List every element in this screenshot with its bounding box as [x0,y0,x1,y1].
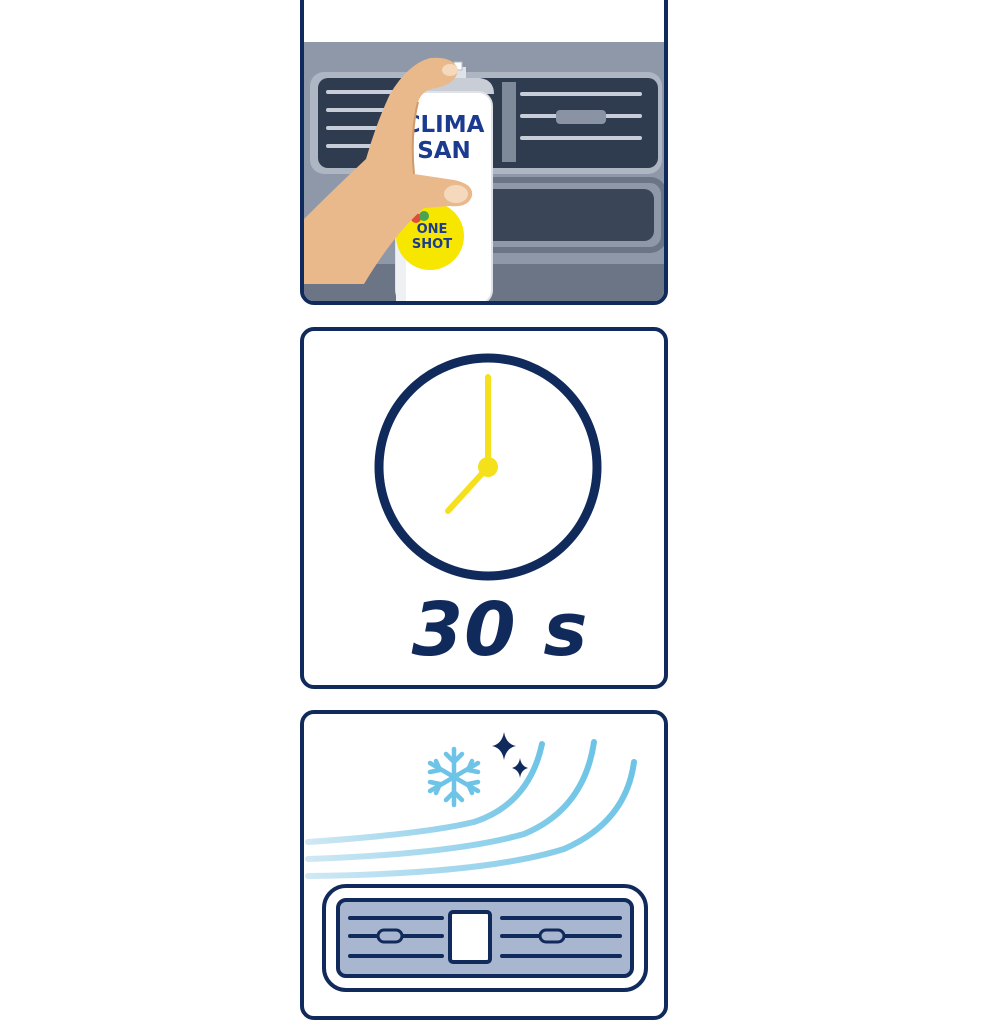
clock-icon [374,353,602,581]
step-2-wait-panel [300,327,668,689]
cold-airflow-from-vent-icon [305,732,648,992]
airflow-lines [305,739,637,879]
snowflake-icon [427,746,481,808]
air-vent [322,884,648,992]
brand-line-1: CLIMA [404,112,485,138]
badge-line-2: SHOT [412,237,452,252]
badge-line-1: ONE [417,222,448,237]
vent-tab [556,110,606,124]
clock-center [478,457,498,477]
vent-divider [502,82,516,162]
sparkle-icon [492,732,528,778]
wait-duration-label: 30 s [411,587,589,673]
dashboard-slot [464,189,654,241]
brand-line-2: SAN [417,138,471,164]
hand [304,57,473,284]
step-1-spray-panel: CLIMA SAN ONE SHOT [300,0,668,305]
step-3-airflow-panel [300,710,668,1020]
spray-can-in-car-vent-icon: CLIMA SAN ONE SHOT [304,42,664,301]
